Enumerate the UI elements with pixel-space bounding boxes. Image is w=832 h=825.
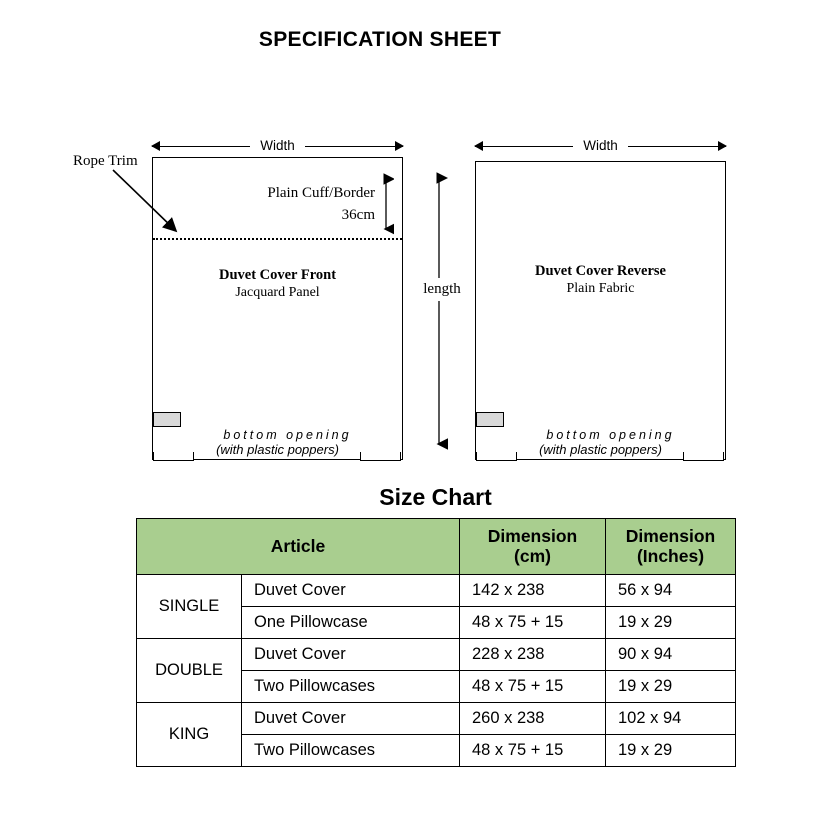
header-article: Article (136, 518, 460, 575)
article-cell: Duvet Cover (241, 574, 460, 607)
dimension-inches-cell: 19 x 29 (605, 606, 736, 639)
table-row: SINGLE Duvet Cover 142 x 238 56 x 94 (136, 574, 736, 639)
dimension-inches-cell: 56 x 94 (605, 574, 736, 607)
table-row: Two Pillowcases 48 x 75 + 15 19 x 29 (137, 670, 736, 703)
table-row: DOUBLE Duvet Cover 228 x 238 90 x 94 (136, 638, 736, 703)
size-chart-header-row: Article Dimension (cm) Dimension (Inches… (136, 518, 736, 575)
article-cell: Two Pillowcases (241, 670, 460, 703)
reverse-width-dimension: Width (475, 138, 727, 154)
reverse-width-arrow-right (627, 145, 727, 147)
reverse-popper-flap-right (683, 452, 724, 461)
header-dimension-inches-line1: Dimension (625, 525, 716, 546)
front-width-arrow-left (152, 145, 251, 147)
article-cell: Two Pillowcases (241, 734, 460, 767)
front-popper-flap-left (153, 452, 194, 461)
cuff-border-label: Plain Cuff/Border 36cm (200, 183, 375, 227)
header-dimension-cm: Dimension (cm) (459, 518, 606, 575)
front-bottom-opening-label: bottom opening (223, 428, 352, 442)
dimension-inches-cell: 90 x 94 (605, 638, 736, 671)
cuff-border-measure: 36cm (341, 206, 375, 223)
page-title: SPECIFICATION SHEET (258, 28, 502, 51)
front-width-arrow-right (304, 145, 404, 147)
reverse-panel-subtitle: Plain Fabric (566, 281, 635, 296)
reverse-width-arrow-left (475, 145, 574, 147)
front-panel-title: Duvet Cover Front (218, 267, 337, 283)
front-care-label-tab (153, 412, 181, 427)
article-cell: Duvet Cover (241, 702, 460, 735)
rope-trim-dotted-line (153, 238, 402, 240)
front-panel-outline (152, 157, 403, 460)
front-panel-subtitle: Jacquard Panel (235, 285, 320, 300)
dimension-inches-cell: 102 x 94 (605, 702, 736, 735)
cuff-border-text: Plain Cuff/Border (267, 185, 375, 201)
table-row: One Pillowcase 48 x 75 + 15 19 x 29 (137, 606, 736, 639)
size-label-double: DOUBLE (136, 638, 242, 703)
length-arrow (436, 172, 448, 450)
reverse-bottom-opening-label: bottom opening (546, 428, 675, 442)
size-label-king: KING (136, 702, 242, 767)
header-dimension-cm-line1: Dimension (487, 525, 578, 546)
size-label-single: SINGLE (136, 574, 242, 639)
front-bottom-opening-note: (with plastic poppers) (216, 442, 339, 457)
front-width-dimension: Width (152, 138, 404, 154)
article-cell: Duvet Cover (241, 638, 460, 671)
front-width-label: Width (260, 138, 295, 154)
table-row: KING Duvet Cover 260 x 238 102 x 94 (136, 702, 736, 767)
dimension-cm-cell: 48 x 75 + 15 (459, 670, 606, 703)
dimension-cm-cell: 260 x 238 (459, 702, 606, 735)
dimension-inches-cell: 19 x 29 (605, 670, 736, 703)
header-dimension-inches-line2: (Inches) (636, 545, 705, 566)
rope-trim-label: Rope Trim (73, 153, 138, 169)
reverse-care-label-tab (476, 412, 504, 427)
cuff-height-arrow (383, 173, 394, 235)
reverse-popper-flap-left (476, 452, 517, 461)
reverse-width-label: Width (583, 138, 618, 154)
dimension-cm-cell: 228 x 238 (459, 638, 606, 671)
dimension-cm-cell: 48 x 75 + 15 (459, 734, 606, 767)
header-dimension-inches: Dimension (Inches) (605, 518, 736, 575)
size-chart-table: Article Dimension (cm) Dimension (Inches… (136, 518, 736, 767)
size-chart-heading: Size Chart (379, 484, 492, 510)
dimension-inches-cell: 19 x 29 (605, 734, 736, 767)
header-dimension-cm-line2: (cm) (514, 545, 551, 566)
reverse-panel-outline (475, 161, 726, 460)
reverse-bottom-opening-note: (with plastic poppers) (539, 442, 662, 457)
dimension-cm-cell: 142 x 238 (459, 574, 606, 607)
front-popper-flap-right (360, 452, 401, 461)
table-row: Two Pillowcases 48 x 75 + 15 19 x 29 (137, 734, 736, 767)
rope-trim-arrow (112, 169, 178, 233)
reverse-panel-title: Duvet Cover Reverse (535, 263, 666, 279)
dimension-cm-cell: 48 x 75 + 15 (459, 606, 606, 639)
article-cell: One Pillowcase (241, 606, 460, 639)
length-label: length (415, 278, 469, 301)
